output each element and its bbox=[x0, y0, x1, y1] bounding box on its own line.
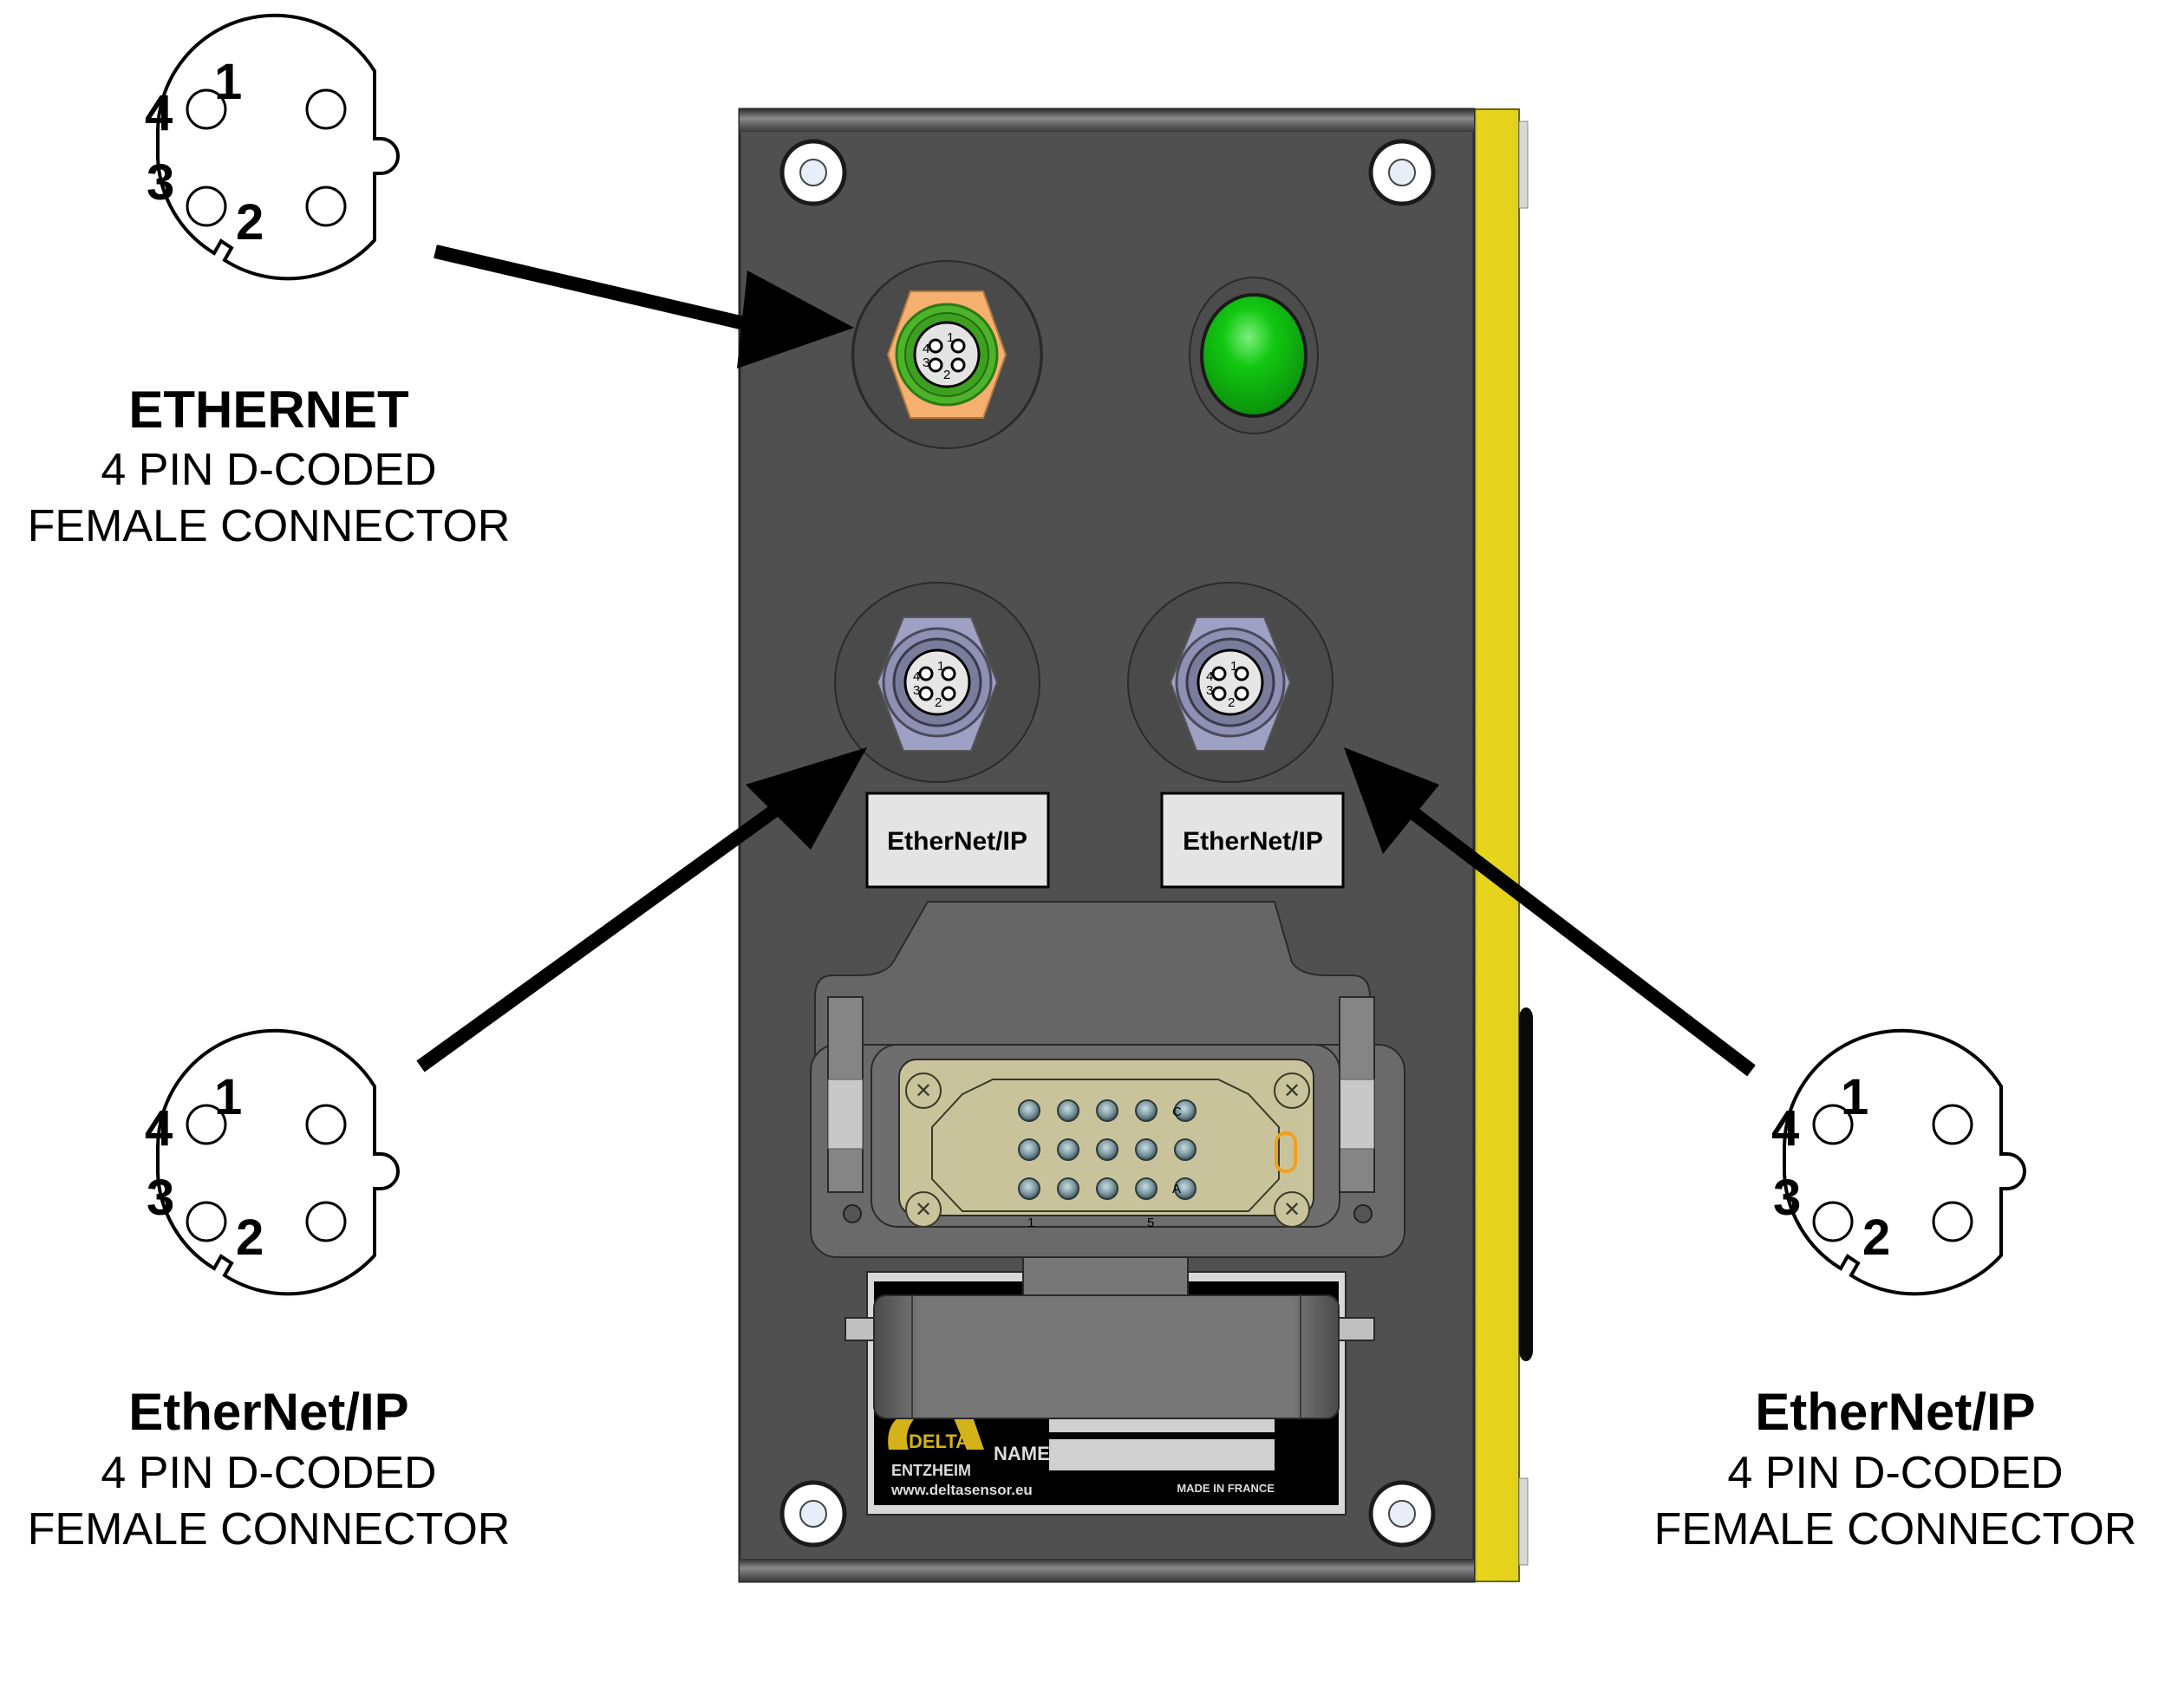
pin-label: 1 bbox=[214, 1069, 242, 1125]
port-pin-label: 2 bbox=[943, 368, 950, 382]
arrow-ethernet bbox=[434, 244, 854, 368]
port-pin-label: 1 bbox=[947, 330, 954, 345]
harting-pin bbox=[1018, 1138, 1040, 1161]
harting-pin bbox=[1018, 1177, 1040, 1200]
arrow-ethernet-ip-right bbox=[1344, 747, 1756, 1077]
ethernet-port[interactable]: 4 1 3 2 bbox=[851, 260, 1043, 449]
pin-label: 1 bbox=[1841, 1069, 1868, 1125]
svg-text:✕: ✕ bbox=[915, 1079, 932, 1103]
port-tag-left: EtherNet/IP bbox=[865, 792, 1050, 889]
port-pin-label: 2 bbox=[935, 695, 942, 710]
harting-pin bbox=[1096, 1177, 1118, 1200]
port-pin-label: 3 bbox=[923, 355, 929, 370]
pin-label: 2 bbox=[236, 194, 264, 251]
harting-pin bbox=[1174, 1138, 1197, 1161]
callout-subtitle: 4 PIN D-CODED bbox=[1727, 1448, 2063, 1498]
port-pin-label: 4 bbox=[1206, 669, 1213, 684]
pin-label: 4 bbox=[145, 85, 173, 141]
callout-subtitle: 4 PIN D-CODED bbox=[101, 445, 436, 495]
harting-pin bbox=[1057, 1138, 1079, 1161]
panel-top-edge bbox=[740, 109, 1474, 132]
pin-label: 4 bbox=[145, 1100, 173, 1157]
svg-text:✕: ✕ bbox=[1283, 1197, 1301, 1222]
name-field bbox=[1049, 1439, 1275, 1470]
callout-title: EtherNet/IP bbox=[128, 1383, 408, 1441]
harting-logo bbox=[1275, 1131, 1297, 1173]
port-pin-label: 1 bbox=[937, 659, 944, 674]
made-in-label: MADE IN FRANCE bbox=[1177, 1482, 1275, 1495]
harting-row-label: A bbox=[1172, 1182, 1181, 1196]
port-pin-label: 4 bbox=[913, 669, 920, 684]
harting-pin bbox=[1057, 1177, 1079, 1200]
brand-website: www.deltasensor.eu bbox=[890, 1482, 1033, 1498]
port-pin-label: 4 bbox=[923, 342, 929, 356]
port-pin-label: 3 bbox=[913, 683, 920, 698]
arrow-ethernet-ip-left bbox=[416, 747, 867, 1072]
port-pin-label: 3 bbox=[1206, 683, 1213, 698]
callout-title: ETHERNET bbox=[128, 381, 408, 439]
connector-face-icon bbox=[156, 13, 400, 281]
connector-face-icon bbox=[1783, 1028, 2026, 1296]
pin-label: 3 bbox=[1773, 1170, 1801, 1226]
svg-text:✕: ✕ bbox=[1283, 1079, 1301, 1103]
screw-top-left bbox=[779, 139, 847, 206]
harting-col-label: 1 bbox=[1027, 1216, 1034, 1230]
harting-pin bbox=[1018, 1099, 1040, 1122]
callout-title: EtherNet/IP bbox=[1755, 1383, 2035, 1441]
callout-ethernet: 4 1 3 2 bbox=[145, 13, 400, 281]
harting-pin bbox=[1096, 1099, 1118, 1122]
svg-text:✕: ✕ bbox=[915, 1197, 932, 1222]
serial-field bbox=[1049, 1418, 1275, 1432]
harting-connector[interactable]: ✕ ✕ ✕ ✕ C A 1 5 bbox=[810, 901, 1405, 1258]
connector-face-icon bbox=[156, 1028, 400, 1296]
side-fitting-bottom bbox=[1518, 1477, 1529, 1566]
status-led bbox=[1189, 277, 1319, 434]
callout-ethernet-ip-right: 4 1 3 2 bbox=[1771, 1028, 2026, 1296]
harting-pin-grid bbox=[1018, 1099, 1197, 1200]
harting-pin bbox=[1174, 1099, 1197, 1122]
panel-bottom-edge bbox=[740, 1559, 1474, 1581]
port-tag-right: EtherNet/IP bbox=[1160, 792, 1345, 889]
brand-logo: DELTA bbox=[909, 1431, 969, 1452]
harting-col-label: 5 bbox=[1147, 1216, 1154, 1230]
brand-city: ENTZHEIM bbox=[891, 1462, 971, 1479]
pin-label: 2 bbox=[1862, 1209, 1890, 1266]
callout-subtitle: FEMALE CONNECTOR bbox=[28, 1504, 511, 1555]
pin-label: 1 bbox=[214, 54, 242, 110]
plate-cover bbox=[873, 1294, 1340, 1419]
pin-label: 3 bbox=[147, 154, 174, 211]
port-pin-label: 2 bbox=[1228, 695, 1235, 710]
side-fitting-top bbox=[1518, 121, 1529, 209]
harting-pin bbox=[1135, 1099, 1157, 1122]
callout-subtitle: FEMALE CONNECTOR bbox=[28, 501, 511, 551]
pin-label: 2 bbox=[236, 1209, 264, 1266]
pin-label: 3 bbox=[147, 1170, 174, 1226]
screw-bottom-left bbox=[779, 1480, 847, 1548]
callout-subtitle: 4 PIN D-CODED bbox=[101, 1448, 436, 1498]
port-tag-label: EtherNet/IP bbox=[887, 827, 1027, 856]
harting-pin bbox=[1135, 1177, 1157, 1200]
port-tag-label: EtherNet/IP bbox=[1183, 827, 1323, 856]
device-housing: 4 1 3 2 4 1 3 2 bbox=[738, 108, 1533, 1583]
callout-ethernet-ip-left: 4 1 3 2 bbox=[145, 1028, 400, 1296]
name-label: NAME bbox=[994, 1443, 1050, 1464]
harting-pin bbox=[1135, 1138, 1157, 1161]
pin-label: 4 bbox=[1771, 1100, 1799, 1157]
harting-row-label: C bbox=[1172, 1105, 1182, 1119]
port-pin-label: 1 bbox=[1230, 659, 1237, 674]
ethernet-ip-port-right[interactable]: 4 1 3 2 bbox=[1127, 582, 1334, 783]
nameplate: DELTA ENTZHEIM www.deltasensor.eu NAME M… bbox=[844, 1256, 1375, 1516]
harting-pin bbox=[1057, 1099, 1079, 1122]
ethernet-ip-port-left[interactable]: 4 1 3 2 bbox=[834, 582, 1040, 783]
side-cable-clip bbox=[1519, 1007, 1533, 1361]
harting-pin bbox=[1096, 1138, 1118, 1161]
callout-subtitle: FEMALE CONNECTOR bbox=[1654, 1504, 2137, 1555]
harting-insert bbox=[898, 1059, 1314, 1216]
screw-top-right bbox=[1368, 139, 1436, 206]
screw-bottom-right bbox=[1368, 1480, 1436, 1548]
housing-side-panel bbox=[1473, 108, 1520, 1582]
harting-pin bbox=[1174, 1177, 1197, 1200]
